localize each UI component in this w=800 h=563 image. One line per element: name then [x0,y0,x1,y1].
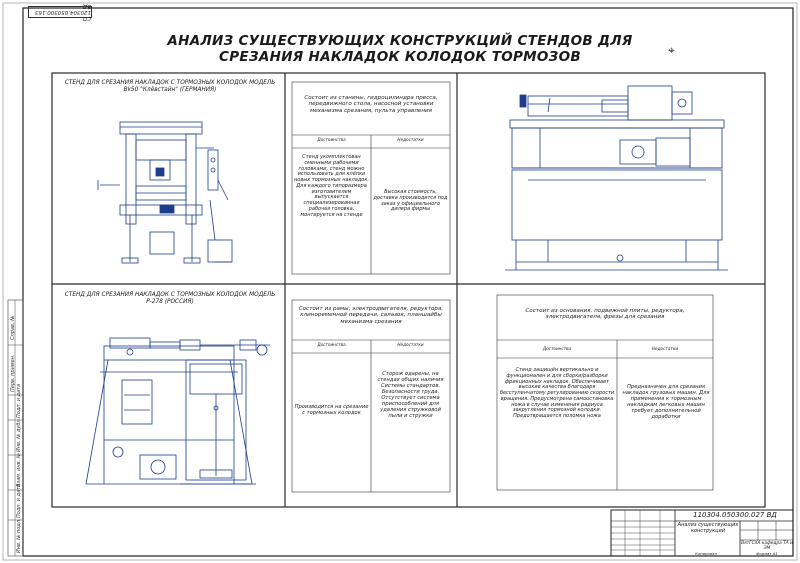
strip-label-6: Подп. и дата [16,483,22,518]
stamp-copy: Копировал [695,551,717,556]
stamp-format: Формат А1 [756,551,778,556]
stand3-cons-text: Предназначен для срезания накладок грузо… [622,384,710,420]
stand1-cons-text: Высокая стоимость, доставка производится… [373,189,448,213]
doc-code-top: СП 120304.050300.163 ВД [28,3,92,21]
page-title: АНАЛИЗ СУЩЕСТВУЮЩИХ КОНСТРУКЦИЙ СТЕНДОВ … [167,33,633,65]
stand1-pros-text: Стенд укомплектован сменными рабочими го… [294,154,369,218]
stand2-composition: Состоит из рамы, электродвигателя, редук… [298,306,444,325]
crosshair-cursor-icon: ⌖ [668,43,675,57]
strip-label-5: Взам. инв. № [16,453,22,487]
stand1-caption: СТЕНД ДЛЯ СРЕЗАНИЯ НАКЛАДОК С ТОРМОЗНЫХ … [64,80,276,93]
strip-label-1: Справ. № [10,315,16,340]
strip-label-3: Подп. и дата [16,383,22,418]
stand3-pros-text: Стенд защищён вертикально и функционален… [499,367,615,419]
stand2-pros-header: Достоинства [317,342,346,347]
stand1-pros-header: Достоинства [317,137,346,142]
stamp-org: ВятГСХА кафедра ТА и ЭМ [741,541,793,551]
stand2-cons-header: Недостатки [397,342,424,347]
stand3-milling-drawing [505,85,728,271]
stand2-caption: СТЕНД ДЛЯ СРЕЗАНИЯ НАКЛАДОК С ТОРМОЗНЫХ … [64,292,276,305]
stand2-pros-text: Производится на срезание с тормозных кол… [294,404,369,416]
stand2-lathe-drawing [85,337,270,485]
stand1-cons-header: Недостатки [397,137,424,142]
stand3-pros-header: Достоинства [542,346,572,351]
analysis-grid [51,72,766,508]
stamp-doc-code: 110304.050300.027 ВД [693,511,777,519]
strip-label-4: Инв. № дубл. [16,417,22,452]
stamp-sheet-title: Анализ существующих конструкций [677,522,739,534]
stand1-composition: Состоит из станины, гидроцилиндра пресса… [304,95,438,114]
title-stamp-grid [610,509,794,557]
stand3-cons-header: Недостатки [651,346,679,351]
stand3-composition: Состоит из основания, подвижной плиты, р… [525,308,685,321]
strip-label-7: Инв. № подл. [16,518,22,554]
stand2-cons-text: Сторож одарены, на стендах общих наличия… [377,371,444,419]
stand1-press-drawing [97,121,233,264]
